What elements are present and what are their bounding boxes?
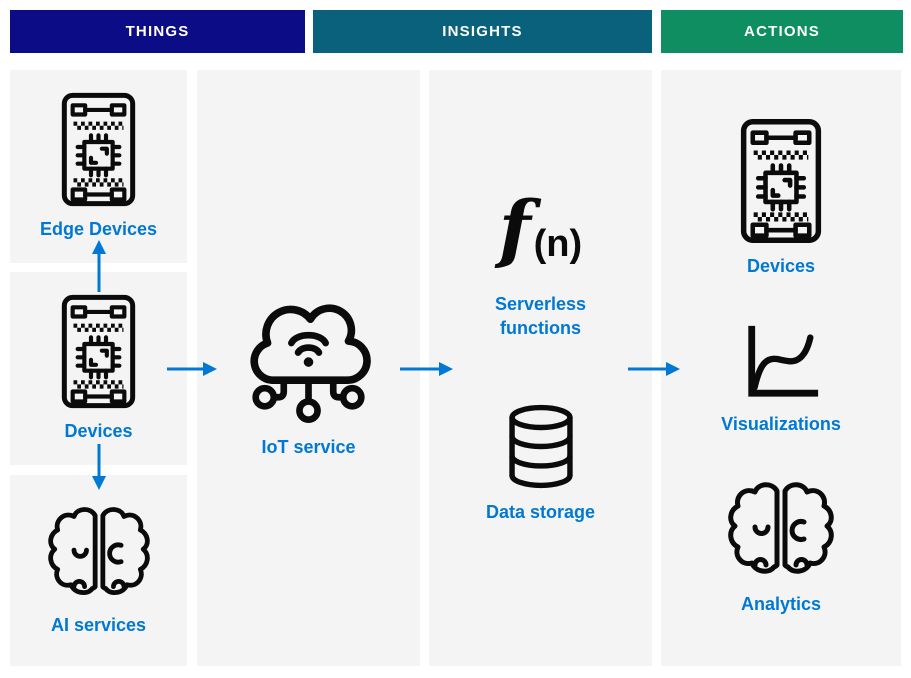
iot-service-label: IoT service: [261, 437, 356, 457]
brain-icon: [728, 482, 834, 574]
arrow-up-devices-to-edge-devices-icon: [92, 240, 106, 292]
serverless-functions-label: Serverless functions: [494, 294, 587, 339]
actions-panel: Devices Visualizations Analytics: [661, 70, 901, 666]
circuit-board-device-icon: [740, 119, 822, 243]
actions-devices-label: Devices: [746, 256, 816, 276]
iot-cloud-icon: [250, 304, 371, 423]
insights-header: INSIGHTS: [313, 10, 652, 53]
actions-header-label: ACTIONS: [744, 23, 820, 40]
ai-services-label: AI services: [50, 615, 147, 636]
insights-header-label: INSIGHTS: [442, 23, 523, 40]
things-header-label: THINGS: [125, 23, 190, 40]
arrow-right-insights-to-actions-icon: [628, 362, 680, 376]
iot-service-panel: IoT service: [197, 70, 420, 666]
line-chart-icon: [748, 325, 819, 397]
devices-label: Devices: [64, 420, 133, 441]
database-icon: [508, 404, 573, 489]
brain-icon: [47, 507, 150, 596]
circuit-board-device-icon: [61, 92, 136, 207]
things-header: THINGS: [10, 10, 305, 53]
insights-panel: f (n) Serverless functions Data storage: [429, 70, 652, 666]
arrow-down-devices-to-ai-services-icon: [92, 444, 106, 490]
function-f: f: [498, 186, 531, 272]
visualizations-label: Visualizations: [721, 414, 841, 434]
devices-box: Devices: [10, 272, 187, 465]
function-symbol: f (n): [499, 192, 582, 278]
function-n: (n): [533, 223, 583, 265]
arrow-right-iot-service-to-insights-icon: [400, 362, 453, 376]
edge-devices-box: Edge Devices: [10, 70, 187, 263]
circuit-board-device-icon: [61, 294, 136, 409]
actions-header: ACTIONS: [661, 10, 903, 53]
data-storage-label: Data storage: [485, 502, 596, 522]
ai-services-box: AI services: [10, 475, 187, 666]
analytics-label: Analytics: [740, 594, 822, 614]
arrow-right-devices-to-iot-service-icon: [167, 362, 217, 376]
edge-devices-label: Edge Devices: [39, 218, 158, 239]
